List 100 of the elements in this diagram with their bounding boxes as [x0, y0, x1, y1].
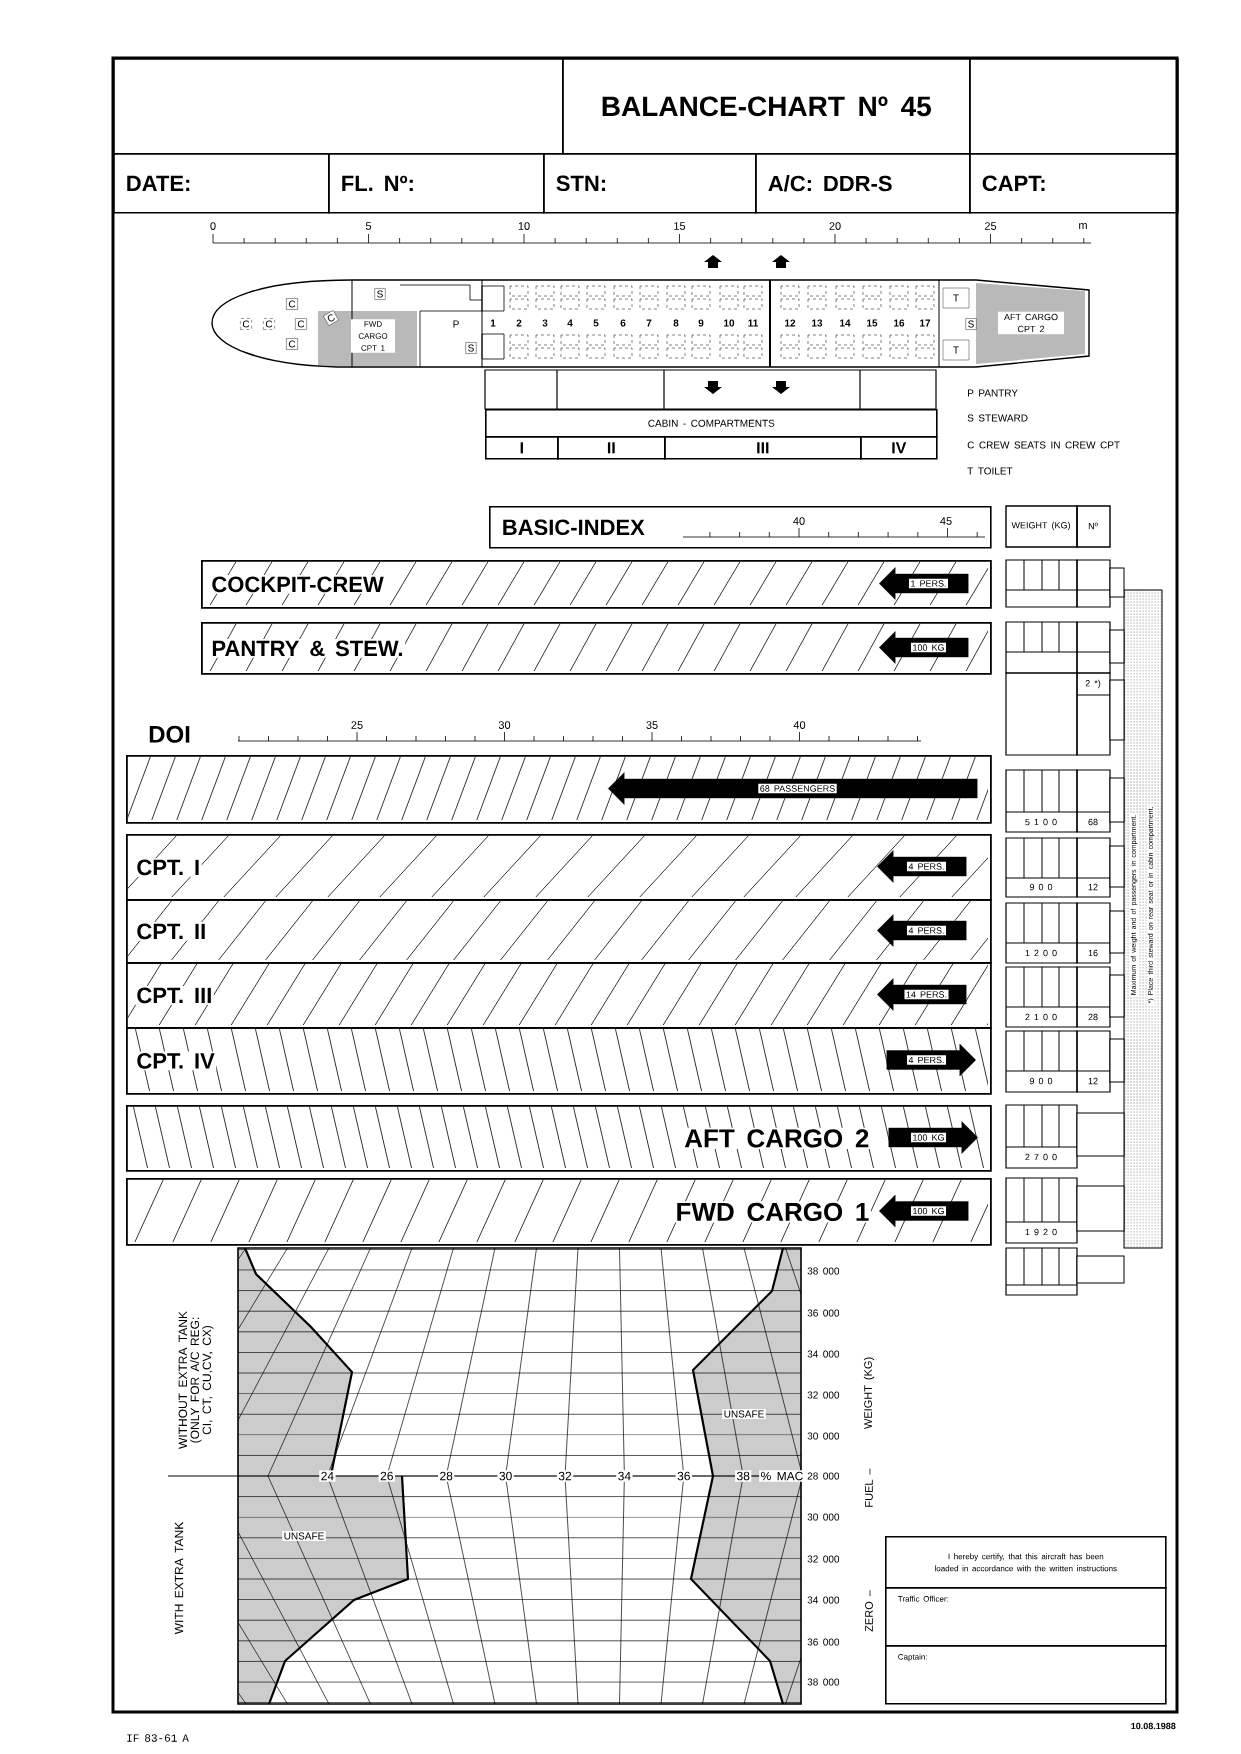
- seat-letter: T: [942, 287, 970, 309]
- table-header: WEIGHT (KG): [1011, 521, 1070, 531]
- axis-title: WEIGHT (KG): [863, 1357, 875, 1430]
- form-field: A/C: DDR-S: [755, 153, 971, 214]
- table-value: 28: [1088, 1013, 1098, 1021]
- node-label: DOI: [149, 725, 190, 743]
- seat-number: 3: [542, 319, 548, 327]
- scale-number: 25: [984, 222, 997, 230]
- seat-letter: P: [453, 320, 459, 328]
- axis-label: 34 000: [807, 1350, 840, 1358]
- side-note: WITH EXTRA TANK: [174, 1521, 184, 1635]
- table-value: 2 *): [1085, 679, 1101, 689]
- hold-label: FWD CARGO CPT 1: [351, 319, 395, 353]
- compartment-header: CABIN - COMPARTMENTS: [485, 409, 938, 438]
- axis-label: 30: [497, 1470, 514, 1482]
- scale-number: 30: [498, 721, 511, 729]
- seat-number: 14: [840, 319, 851, 327]
- key-text: P PANTRY: [968, 389, 1018, 397]
- axis-label: % MAC: [759, 1470, 805, 1482]
- seat-number: 15: [867, 319, 878, 327]
- side-note: WITHOUT EXTRA TANK (ONLY FOR A/C REG: CI, CT, CU,CV, CX): [178, 1311, 214, 1449]
- scale-number: 40: [793, 721, 806, 729]
- scale-number: 25: [351, 721, 363, 729]
- compartment-cell: II: [557, 436, 666, 460]
- seat-letter: C: [286, 298, 298, 310]
- seat-number: 1: [490, 319, 496, 327]
- seat-letter: C: [286, 338, 298, 350]
- scale-unit: m: [1079, 223, 1087, 229]
- header-cell: [969, 58, 1179, 155]
- axis-label: 32 000: [807, 1391, 840, 1399]
- seat-letter: C: [323, 310, 339, 326]
- axis-title: ZERO –: [865, 1590, 873, 1632]
- seat-number: 9: [698, 319, 704, 327]
- signature-field: Captain:: [885, 1645, 1167, 1705]
- table-value: 68: [1088, 818, 1098, 826]
- table-value: 12: [1088, 1077, 1098, 1085]
- axis-label: 36: [675, 1470, 692, 1482]
- table-value: 12: [1088, 883, 1098, 891]
- table-value: 16: [1088, 949, 1098, 957]
- compartment-cell: III: [664, 436, 862, 460]
- seat-number: 7: [646, 319, 652, 327]
- seat-number: 10: [724, 319, 735, 327]
- compartment-cell: I: [485, 436, 559, 460]
- axis-label: 26: [378, 1470, 395, 1482]
- seat-number: 5: [593, 319, 599, 327]
- seat-number: 4: [567, 319, 573, 327]
- axis-label: 34: [616, 1470, 633, 1482]
- seat-letter: S: [374, 288, 386, 300]
- table-header: Nº: [1088, 522, 1098, 530]
- seat-number: 2: [516, 319, 522, 327]
- certification-box: I hereby certify, that this aircraft has been loaded in accordance with the written instructions: [885, 1536, 1167, 1589]
- form-field: FL. Nº:: [328, 153, 545, 214]
- table-value: 9 0 0: [1029, 883, 1053, 891]
- seat-number: 11: [748, 319, 758, 327]
- scale-number: 40: [793, 517, 805, 525]
- axis-label: 28 000: [807, 1472, 840, 1480]
- key-text: S STEWARD: [967, 414, 1028, 422]
- table-value: 2 1 0 0: [1025, 1013, 1057, 1021]
- form-number: IF 83-61 A: [127, 1734, 189, 1742]
- date-text: 10.08.1988: [1131, 1722, 1176, 1730]
- axis-label: 28: [438, 1470, 455, 1482]
- scale-number: 35: [646, 721, 658, 729]
- axis-label: 38 000: [807, 1267, 840, 1275]
- scale-number: 10: [518, 222, 530, 230]
- axis-label: 30 000: [807, 1513, 840, 1521]
- seat-number: 8: [673, 319, 679, 327]
- table-value: 1 9 2 0: [1025, 1228, 1057, 1236]
- form-field: STN:: [543, 153, 757, 214]
- form-field: DATE:: [113, 153, 330, 214]
- form-field: CAPT:: [969, 153, 1179, 214]
- axis-label: 24: [319, 1470, 336, 1482]
- zone-label: UNSAFE: [722, 1409, 766, 1420]
- hold-label: AFT CARGO CPT 2: [998, 311, 1064, 335]
- axis-label: 36 000: [807, 1638, 840, 1646]
- header-cell: [113, 58, 564, 155]
- seat-letter: S: [465, 342, 477, 354]
- seat-letter: C: [295, 318, 307, 330]
- scale-number: 45: [940, 517, 952, 525]
- title-cell: BALANCE-CHART Nº 45: [562, 58, 971, 155]
- seat-number: 17: [920, 319, 931, 327]
- table-value: 9 0 0: [1029, 1077, 1053, 1085]
- axis-label: 34 000: [807, 1596, 840, 1604]
- key-text: C CREW SEATS IN CREW CPT: [967, 441, 1120, 449]
- axis-label: 32 000: [807, 1555, 840, 1563]
- seat-number: 6: [620, 319, 626, 327]
- seat-letter: C: [240, 318, 252, 330]
- compartment-cell: IV: [860, 436, 938, 460]
- seat-number: 13: [812, 319, 823, 327]
- zone-label: UNSAFE: [282, 1530, 326, 1542]
- axis-label: 30 000: [807, 1432, 840, 1440]
- seat-letter: S: [965, 318, 977, 330]
- axis-label: 36 000: [807, 1309, 840, 1317]
- axis-title: FUEL –: [865, 1468, 873, 1507]
- seat-number: 12: [785, 319, 796, 327]
- axis-label: 38 000: [807, 1678, 840, 1686]
- key-text: T TOILET: [967, 467, 1013, 475]
- table-value: 5 1 0 0: [1025, 818, 1057, 826]
- axis-label: 38: [735, 1470, 752, 1482]
- table-value: 2 7 0 0: [1025, 1153, 1057, 1161]
- seat-letter: C: [263, 318, 275, 330]
